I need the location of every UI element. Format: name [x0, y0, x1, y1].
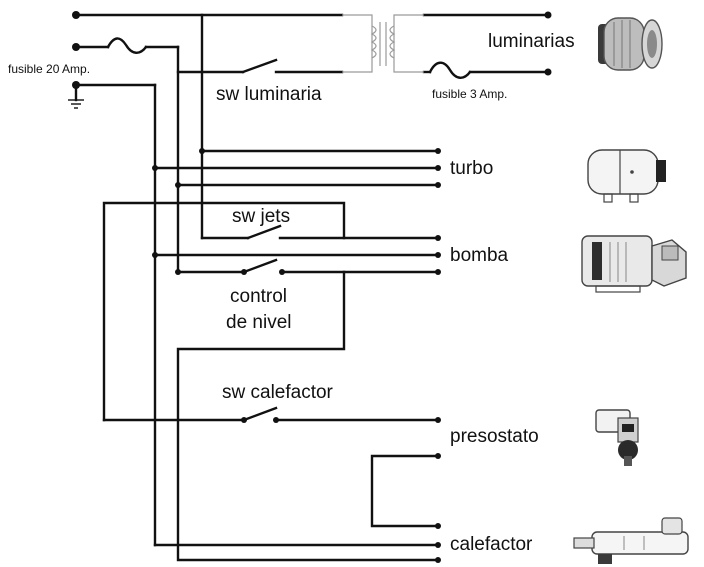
sw-heater-label: sw calefactor [222, 382, 334, 403]
transformer-icon [342, 14, 424, 73]
level-control-label-line1: control [230, 286, 287, 307]
pool-light-icon [598, 17, 663, 71]
turbo-label: turbo [450, 158, 493, 179]
fuse-20-symbol [106, 37, 148, 54]
supply-wires [74, 13, 550, 102]
turbo-circuit [152, 148, 441, 188]
lights-label: luminarias [488, 31, 575, 52]
pump-circuit [102, 201, 441, 563]
pump-motor-icon [581, 235, 687, 293]
pump-label: bomba [450, 245, 509, 266]
lights-circuit [176, 58, 552, 79]
ground-icon [68, 99, 84, 109]
heater-circuit [102, 406, 441, 548]
sw-jets-label: sw jets [232, 206, 290, 227]
pressure-switch-label: presostato [450, 426, 539, 447]
sw-lights-label: sw luminaria [216, 84, 322, 105]
blower-motor-icon [587, 149, 666, 203]
fuse-3-label: fusible 3 Amp. [432, 87, 507, 101]
heater-label: calefactor [450, 534, 533, 555]
fuse-20-label: fusible 20 Amp. [8, 62, 90, 76]
pressure-switch-icon [595, 409, 639, 466]
level-control-label-line2: de nivel [226, 312, 292, 333]
heater-tube-icon [573, 517, 689, 564]
bus-lines [153, 13, 204, 547]
